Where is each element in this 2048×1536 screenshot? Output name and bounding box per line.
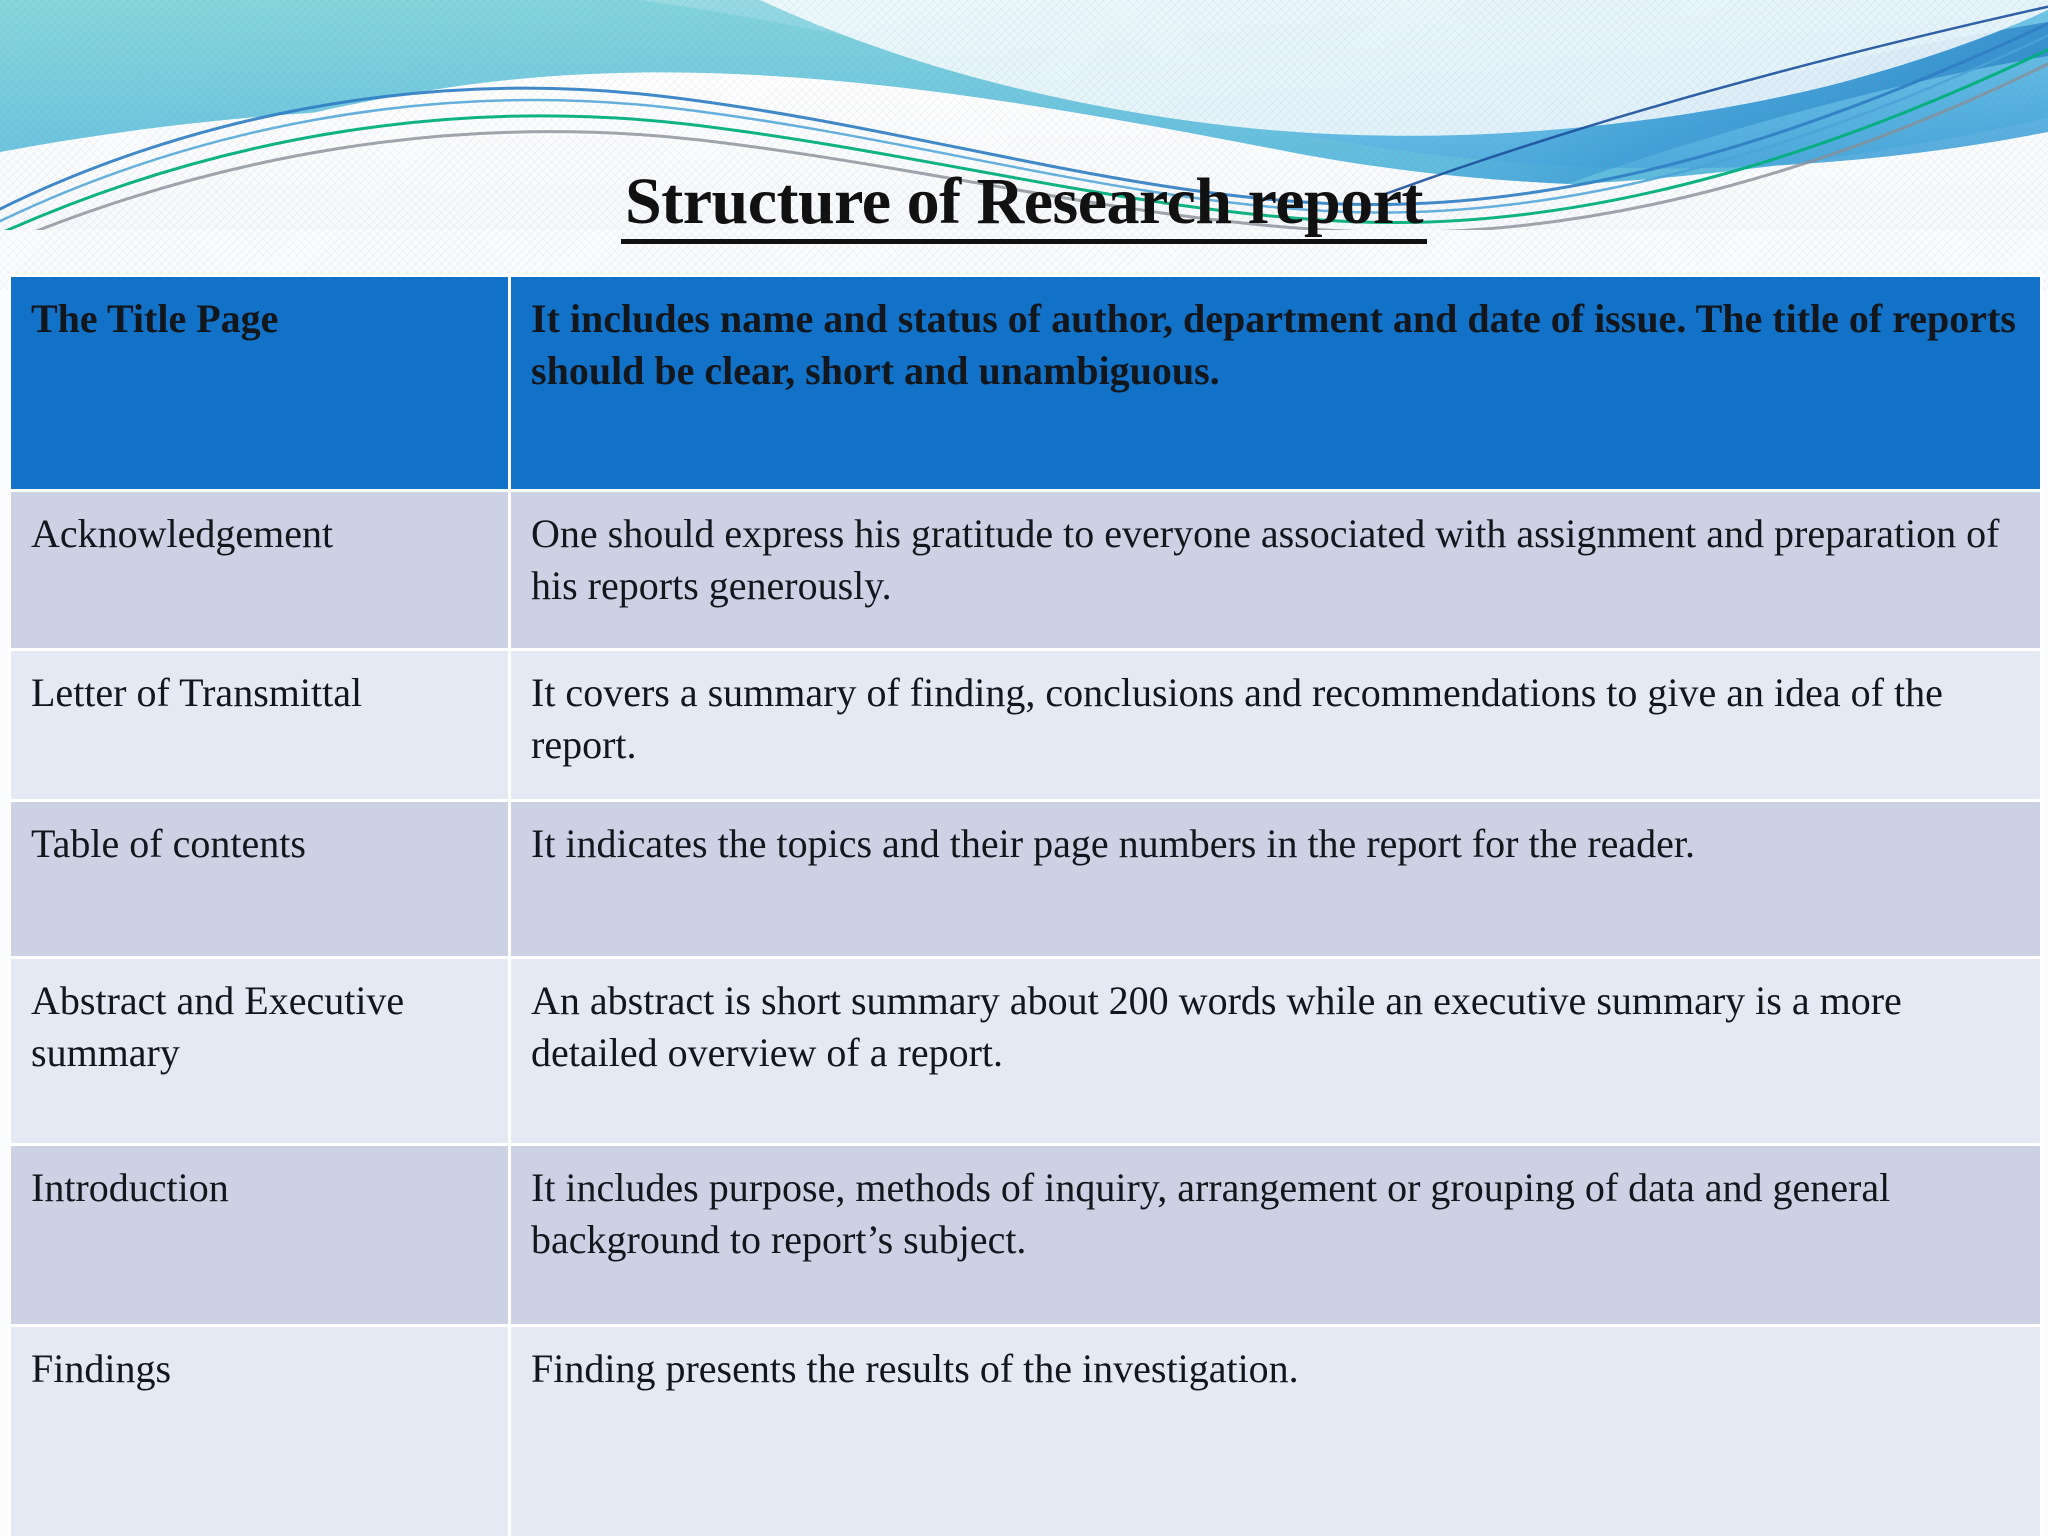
table-row: Letter of Transmittal It covers a summar… [8,648,2043,802]
paper-texture-overlay [0,0,2048,290]
table-row: Acknowledgement One should express his g… [8,489,2043,651]
row-description: It covers a summary of finding, conclusi… [508,648,2043,802]
page-title: Structure of Research report [621,167,1427,244]
table-row: Introduction It includes purpose, method… [8,1143,2043,1327]
row-term: Findings [8,1324,511,1536]
row-term: Introduction [8,1143,511,1327]
row-description: It indicates the topics and their page n… [508,799,2043,959]
row-description: Finding presents the results of the inve… [508,1324,2043,1536]
table-row: Table of contents It indicates the topic… [8,799,2043,959]
research-report-structure-table: The Title Page It includes name and stat… [8,274,2043,1536]
page-title-container: Structure of Research report [0,167,2048,244]
row-term: Letter of Transmittal [8,648,511,802]
row-term: Abstract and Executive summary [8,956,511,1146]
row-term: Table of contents [8,799,511,959]
table-row: The Title Page It includes name and stat… [8,274,2043,492]
row-description: One should express his gratitude to ever… [508,489,2043,651]
row-term: The Title Page [8,274,511,492]
row-description: It includes purpose, methods of inquiry,… [508,1143,2043,1327]
row-description: An abstract is short summary about 200 w… [508,956,2043,1146]
row-description: It includes name and status of author, d… [508,274,2043,492]
table-row: Findings Finding presents the results of… [8,1324,2043,1536]
table-row: Abstract and Executive summary An abstra… [8,956,2043,1146]
row-term: Acknowledgement [8,489,511,651]
